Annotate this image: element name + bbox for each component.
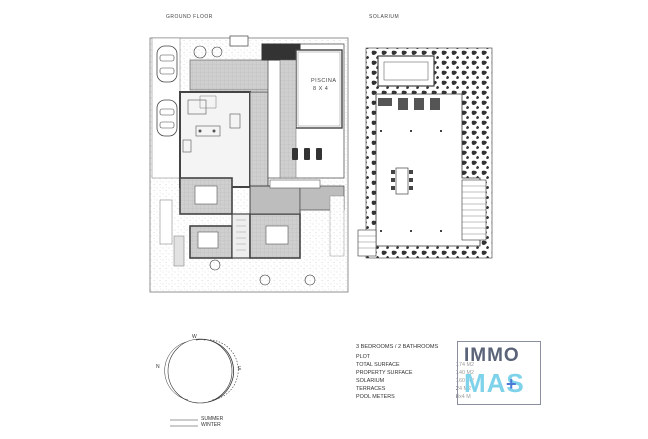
compass-west: W [192, 334, 197, 340]
legend-winter: WINTER [201, 422, 221, 428]
spec-label: PROPERTY SURFACE [356, 370, 413, 376]
logo-text-bottom: MAS [464, 368, 525, 398]
ground-floor-title: GROUND FLOOR [166, 14, 213, 20]
spec-label: TOTAL SURFACE [356, 362, 400, 368]
spec-label: PLOT [356, 354, 371, 360]
car-icon [156, 45, 178, 83]
solarium-plan [357, 47, 493, 259]
pool-label: PISCINA [311, 78, 337, 84]
compass-north: N [156, 364, 160, 370]
spec-label: SOLARIUM [356, 378, 385, 384]
logo: IMMO MAS + [457, 341, 541, 405]
sun-path-diagram [164, 338, 239, 427]
logo-text-top: IMMO [464, 345, 520, 366]
spec-row: PLOT [356, 353, 546, 361]
plus-icon: + [506, 374, 517, 394]
pool-size-label: 8 X 4 [313, 86, 329, 92]
compass-east: E [238, 366, 242, 372]
spec-title: 3 BEDROOMS / 2 BATHROOMS [356, 344, 439, 350]
solarium-title: SOLARIUM [369, 14, 400, 20]
ground-floor-plan [149, 35, 349, 293]
spec-label: TERRACES [356, 386, 386, 392]
spec-label: POOL METERS [356, 394, 395, 400]
car-icon [156, 99, 178, 137]
legend-summer: SUMMER [201, 416, 224, 422]
